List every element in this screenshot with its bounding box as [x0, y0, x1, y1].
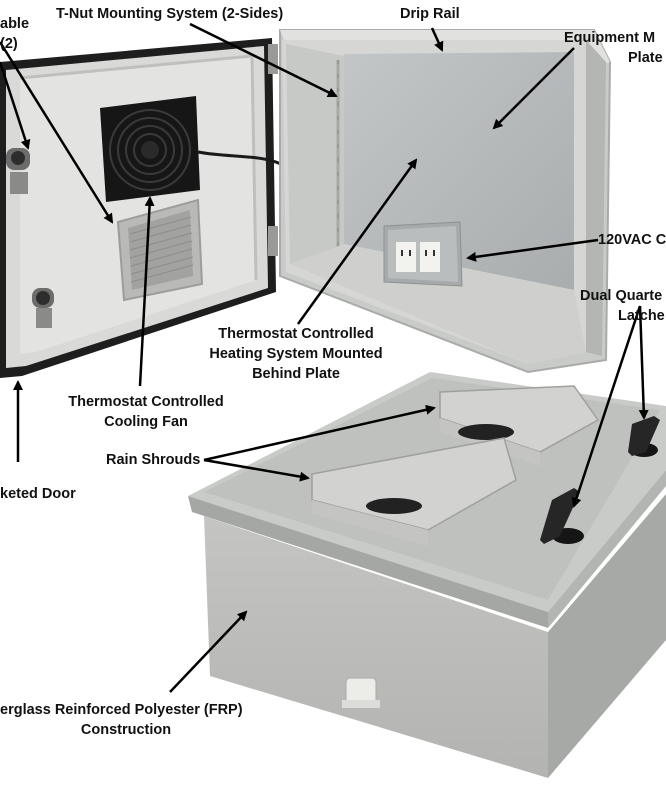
rain-shroud-front: [311, 437, 517, 546]
quarter-turn-latch-rear: [628, 416, 660, 457]
arrow-shroud-front: [203, 458, 310, 482]
enclosure-body-open: [279, 29, 612, 374]
cooling-fan: [100, 96, 331, 202]
label-lockable-line1: able: [0, 16, 30, 32]
door-hinges: [268, 44, 278, 256]
label-outlet: 120VAC C: [598, 232, 666, 248]
arrow-fan: [138, 196, 155, 387]
quarter-turn-latch-front: [540, 488, 584, 544]
label-heating-line2: Heating System Mounted: [209, 346, 383, 362]
open-enclosure: [0, 29, 612, 378]
arrow-outlet: [466, 238, 599, 262]
label-heating-system: Thermostat Controlled Heating System Mou…: [186, 324, 406, 384]
label-fan-line2: Cooling Fan: [104, 414, 188, 430]
label-gasketed-door: keted Door: [0, 486, 76, 502]
label-equipment-plate: Equipment M Plate: [564, 28, 663, 68]
arrow-latch-lower: [0, 61, 31, 150]
arrow-frp: [169, 610, 248, 693]
label-rain-shrouds: Rain Shrouds: [106, 452, 201, 468]
arrow-equipment-plate: [492, 47, 575, 130]
label-heating-line3: Behind Plate: [252, 366, 340, 382]
label-equipment-plate-line1: Equipment M: [564, 30, 656, 46]
arrow-shroud-rear: [203, 404, 436, 462]
arrow-latch-rear: [638, 305, 649, 420]
closed-enclosure: [188, 372, 666, 778]
label-lockable: able (2): [0, 14, 30, 54]
label-drip-rail: Drip Rail: [400, 6, 460, 22]
cable-gland: [342, 677, 380, 708]
label-equipment-plate-line2: Plate: [628, 50, 663, 66]
label-dual-latches-line2: Latche: [618, 308, 665, 324]
label-dual-latches-line1: Dual Quarte: [580, 288, 663, 304]
arrow-drip-rail: [430, 27, 444, 52]
arrow-tnut: [189, 22, 338, 98]
label-tnut-mounting: T-Nut Mounting System (2-Sides): [56, 6, 284, 22]
label-dual-latches: Dual Quarte Latche: [580, 286, 665, 326]
label-frp-construction: erglass Reinforced Polyester (FRP) Const…: [0, 700, 252, 740]
door-latch-upper: [6, 148, 30, 194]
label-cooling-fan: Thermostat Controlled Cooling Fan: [48, 392, 244, 432]
label-heating-line1: Thermostat Controlled: [218, 326, 374, 342]
callout-arrows: [0, 22, 649, 693]
arrow-heating: [296, 158, 418, 325]
door-latch-lower: [32, 288, 54, 328]
ac-outlet: [383, 221, 463, 287]
fan-filter-grille: [116, 198, 204, 302]
label-fan-line1: Thermostat Controlled: [68, 394, 224, 410]
label-lockable-line2: (2): [0, 36, 18, 52]
arrow-latch-upper: [0, 41, 114, 224]
arrow-latch-front: [571, 305, 642, 508]
label-frp-line1: erglass Reinforced Polyester (FRP): [0, 702, 243, 718]
label-frp-line2: Construction: [80, 722, 172, 738]
